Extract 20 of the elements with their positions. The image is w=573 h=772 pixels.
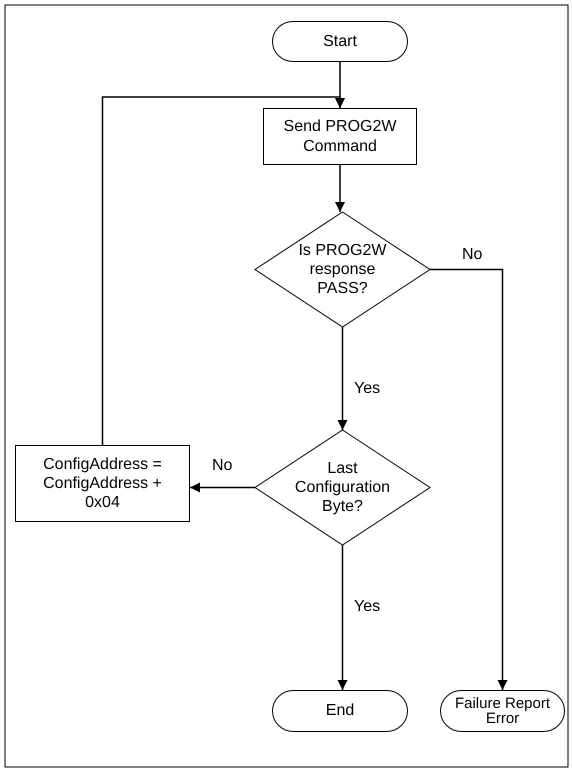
node-label: Last Configuration Byte? xyxy=(294,458,392,516)
arrow xyxy=(335,165,345,212)
node-label: End xyxy=(326,701,354,721)
terminator-shape xyxy=(440,690,565,732)
terminator-shape xyxy=(272,690,408,732)
decision-diamond xyxy=(255,212,430,327)
terminator-shape xyxy=(272,21,408,62)
node-label: Failure Report Error xyxy=(454,696,552,726)
process-box xyxy=(15,445,190,522)
node-label: ConfigAddress = ConfigAddress + 0x04 xyxy=(42,454,163,512)
node-label: Send PROG2W Command xyxy=(282,117,398,156)
arrow xyxy=(190,482,255,492)
node-label: Start xyxy=(323,32,357,52)
process-box xyxy=(263,108,417,165)
arrow xyxy=(338,327,348,430)
node-label: Is PROG2W response PASS? xyxy=(297,240,388,298)
decision-diamond xyxy=(255,430,430,545)
arrow xyxy=(430,268,508,690)
arrow xyxy=(102,96,345,445)
arrow xyxy=(338,545,348,690)
